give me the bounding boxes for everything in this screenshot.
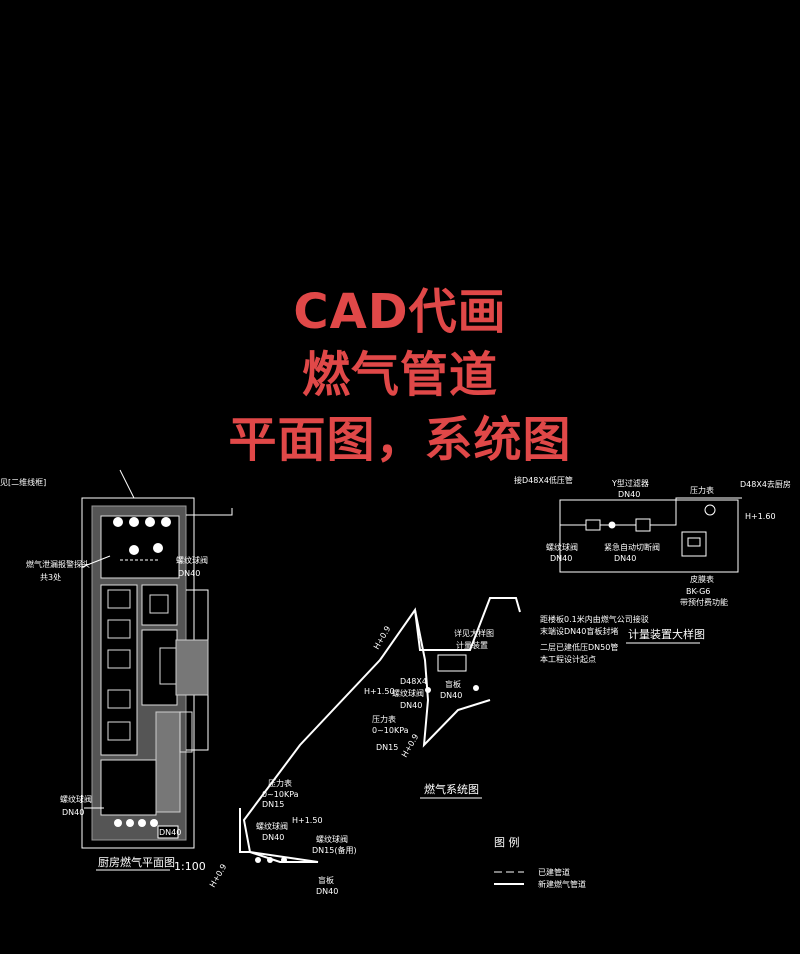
headline-line-2: 燃气管道 (301, 347, 498, 403)
plan-cut-label: 见[二维线框] (0, 477, 46, 487)
meter-label-ball-valve: 螺纹球阀 (546, 542, 578, 552)
system-label-blind-b: 盲板 (318, 875, 334, 885)
meter-label-meter: 皮膜表 (690, 574, 714, 584)
system-label-gauge-range-a: 0~10KPa (372, 726, 409, 735)
system-label-dn40-c: DN40 (262, 833, 284, 842)
system-label-gauge-range-b: 0~10KPa (262, 790, 299, 799)
plan-label-dn40-bottom: DN40 (62, 808, 84, 817)
system-label-dn40-a: DN40 (400, 701, 422, 710)
system-meter-box (437, 654, 467, 672)
meter-title: 计量装置大样图 (628, 627, 705, 641)
plan-label-dn40-top: DN40 (178, 569, 200, 578)
system-label-blind-a: 盲板 (445, 679, 461, 689)
kitchen-plan: 见[二维线框] 燃气泄漏报警探头 共3处 (0, 469, 233, 873)
system-label-d48: D48X4 (400, 677, 427, 686)
system-main-pipe (239, 597, 521, 863)
system-note-3: 二层已建低压DN50管 (540, 642, 618, 652)
meter-label-model: BK-G6 (686, 587, 710, 596)
plan-title: 厨房燃气平面图 (98, 855, 175, 869)
legend-title: 图 例 (494, 835, 520, 849)
system-label-gauge-a: 压力表 (372, 714, 396, 724)
gas-meter-box (681, 531, 707, 557)
meter-label-ball-dn: DN40 (550, 554, 572, 563)
system-note-2: 末端设DN40盲板封堵 (540, 626, 618, 636)
legend-existing-label: 已建管道 (538, 867, 570, 877)
meter-label-filter: Y型过滤器 (611, 478, 649, 488)
plan-label-gas-detector-count: 共3处 (40, 572, 61, 582)
meter-label-pipe-left: 接D48X4低压管 (514, 475, 573, 485)
system-note-1: 距楼板0.1米内由燃气公司接驳 (540, 614, 649, 624)
system-label-h-left: H+0.9 (208, 862, 229, 889)
meter-pipe (560, 497, 742, 526)
system-label-h150-b: H+1.50 (292, 816, 323, 825)
meter-detail: 接D48X4低压管 Y型过滤器 DN40 压力表 D48X4去厨房 H+1.60… (514, 475, 791, 644)
plan-label-gas-detector: 燃气泄漏报警探头 (26, 559, 90, 569)
system-title: 燃气系统图 (424, 782, 479, 796)
system-label-gauge-b: 压力表 (268, 778, 292, 788)
headline-line-1: CAD代画 (293, 284, 507, 340)
plan-label-dn40-right: DN40 (159, 828, 181, 837)
system-meter-ref-2: 计量装置 (456, 640, 488, 650)
system-meter-ref-1: 详见大样图 (454, 628, 494, 638)
system-label-dn40-b: DN40 (440, 691, 462, 700)
meter-label-pipe-right: D48X4去厨房 (740, 479, 791, 489)
meter-label-cutoff: 紧急自动切断阀 (604, 542, 660, 552)
meter-label-cutoff-dn: DN40 (614, 554, 636, 563)
gas-system-diagram: 距楼板0.1米内由燃气公司接驳 末端设DN40盲板封堵 二层已建低压DN50管 … (208, 597, 649, 896)
system-label-dn15-b: DN15 (262, 800, 284, 809)
meter-frame (559, 499, 739, 573)
legend-new-label: 新建燃气管道 (538, 879, 586, 889)
system-label-valve-a: 螺纹球阀 (392, 688, 424, 698)
system-note-4: 本工程设计起点 (540, 654, 596, 664)
plan-label-valve-bottom: 螺纹球阀 (60, 794, 92, 804)
meter-label-height: H+1.60 (745, 512, 776, 521)
system-label-h-riser-2: H+0.9 (400, 732, 421, 759)
system-label-dn40-d: DN40 (316, 887, 338, 896)
legend: 图 例 已建管道 新建燃气管道 (494, 835, 586, 889)
system-label-valve-c: 螺纹球阀 (316, 834, 348, 844)
system-label-dn15-a: DN15 (376, 743, 398, 752)
system-label-valve-b: 螺纹球阀 (256, 821, 288, 831)
plan-label-valve-top: 螺纹球阀 (176, 555, 208, 565)
meter-label-gauge: 压力表 (690, 485, 714, 495)
plan-scale: 1:100 (174, 860, 206, 873)
system-label-dn15-c: DN15(备用) (312, 845, 357, 855)
meter-label-note: 带预付费功能 (680, 597, 728, 607)
headline-line-3: 平面图，系统图 (228, 412, 572, 468)
system-label-h150-a: H+1.50 (364, 687, 395, 696)
meter-label-filter-dn: DN40 (618, 490, 640, 499)
